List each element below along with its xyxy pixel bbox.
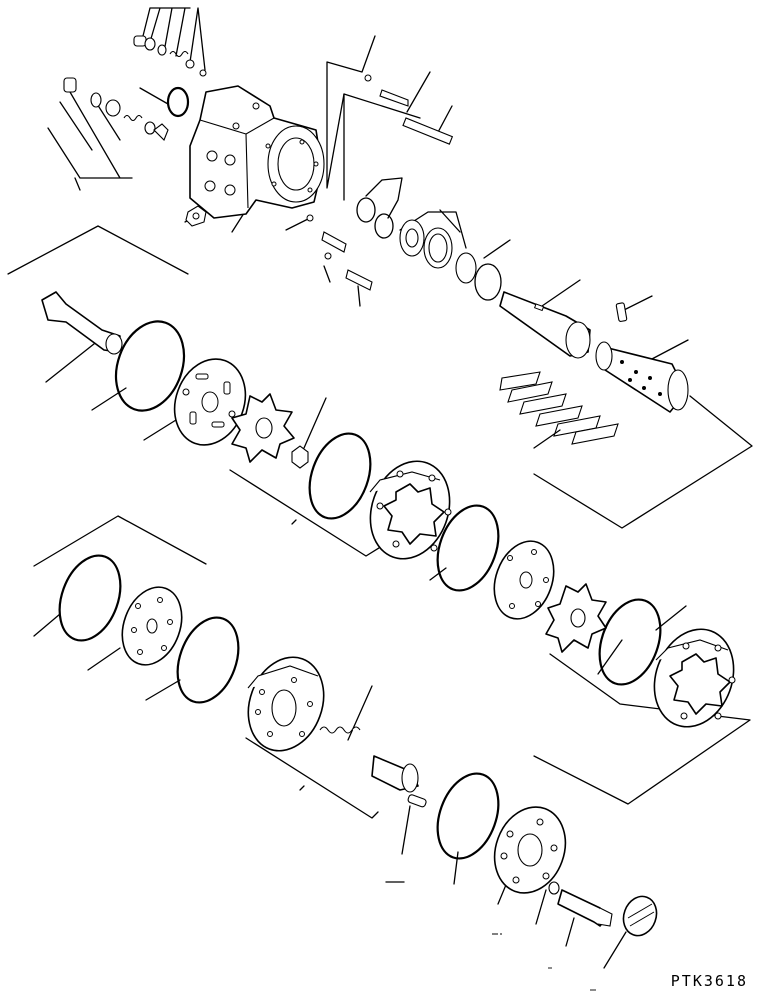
end-cover — [493, 806, 567, 894]
valve-housing — [166, 85, 325, 219]
gear-rotor-lower — [545, 583, 607, 653]
plate-upper — [173, 358, 247, 446]
stray-marks — [492, 933, 596, 991]
rotor-housing-upper — [369, 460, 452, 560]
drive-shaft — [41, 291, 123, 355]
small-plugs — [63, 35, 207, 227]
small-pins — [306, 74, 454, 291]
o-rings-middle — [114, 320, 500, 592]
name-plate — [622, 895, 658, 937]
bolt-and-washer — [548, 881, 613, 927]
check-valve-parts — [319, 726, 427, 808]
o-rings-lower — [58, 554, 662, 860]
seals-and-bearing — [356, 197, 502, 301]
gear-rotor-upper — [231, 393, 309, 469]
plate-lower-left — [121, 586, 183, 666]
plate-lower-right — [493, 540, 555, 620]
top-leader-lines — [47, 7, 689, 361]
lower-leader-lines — [33, 515, 751, 969]
end-housing — [247, 656, 325, 752]
drawing-code-label: PTK3618 — [670, 972, 748, 990]
springs-leaf — [499, 371, 619, 449]
rotor-housing-lower-right — [653, 628, 736, 728]
spool-and-sleeve — [499, 291, 689, 413]
